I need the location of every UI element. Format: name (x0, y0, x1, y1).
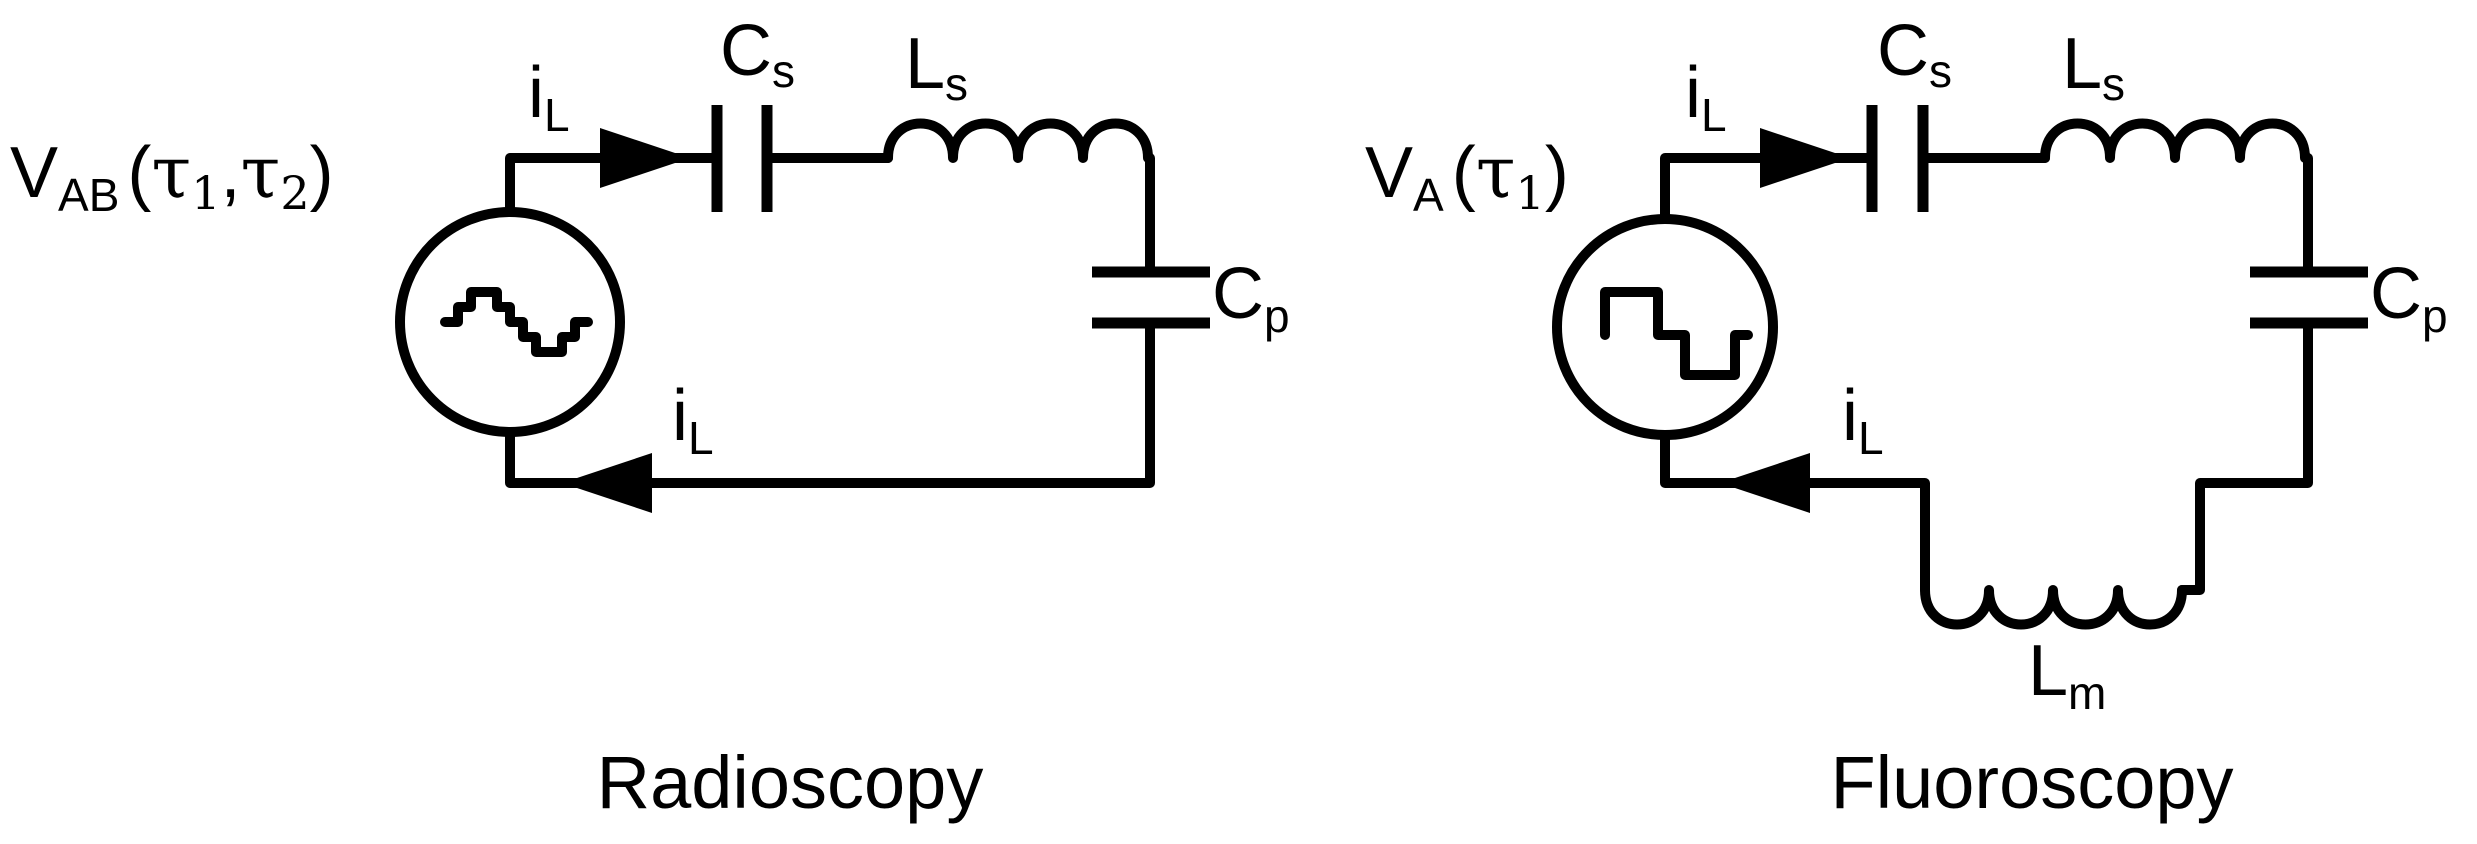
source-voltage-label: VAB(τ1,τ2) (10, 130, 334, 221)
series-inductor-label: Ls (905, 24, 968, 110)
square-waveform-icon (1600, 287, 1753, 380)
ac-source-square (1552, 214, 1778, 440)
caption-radioscopy: Radioscopy (597, 741, 984, 824)
parallel-capacitor-label: Cp (2370, 254, 2448, 342)
current-label-bottom: iL (672, 376, 714, 464)
current-label-top: iL (1685, 53, 1727, 141)
multilevel-waveform-icon (440, 287, 593, 357)
wire-return (505, 320, 1155, 488)
wire-right-lower (2177, 320, 2313, 595)
magnetizing-inductor-coil (1920, 585, 2187, 630)
current-label-top: iL (528, 53, 570, 141)
current-arrow-top (600, 128, 690, 188)
series-capacitor-label: Cs (720, 11, 795, 97)
source-voltage-label: VA(τ1) (1365, 130, 1569, 221)
current-arrow-bottom (562, 453, 652, 513)
fluoroscopy-circuit: VA(τ1) iL iL Cs Ls Cp Lm Fluoroscopy (1365, 11, 2448, 824)
current-label-bottom: iL (1842, 376, 1884, 464)
current-arrow-top (1760, 128, 1850, 188)
series-inductor-label: Ls (2062, 24, 2125, 110)
current-arrow-bottom (1720, 453, 1810, 513)
parallel-capacitor-label: Cp (1212, 254, 1290, 342)
series-inductor-coil (883, 118, 1153, 163)
magnetizing-inductor-label: Lm (2028, 631, 2106, 719)
caption-fluoroscopy: Fluoroscopy (1830, 741, 2233, 824)
radioscopy-circuit: VAB(τ1,τ2) iL iL Cs Ls Cp Radioscopy (10, 11, 1290, 824)
series-capacitor-label: Cs (1877, 11, 1952, 97)
series-inductor-coil (2040, 118, 2310, 163)
